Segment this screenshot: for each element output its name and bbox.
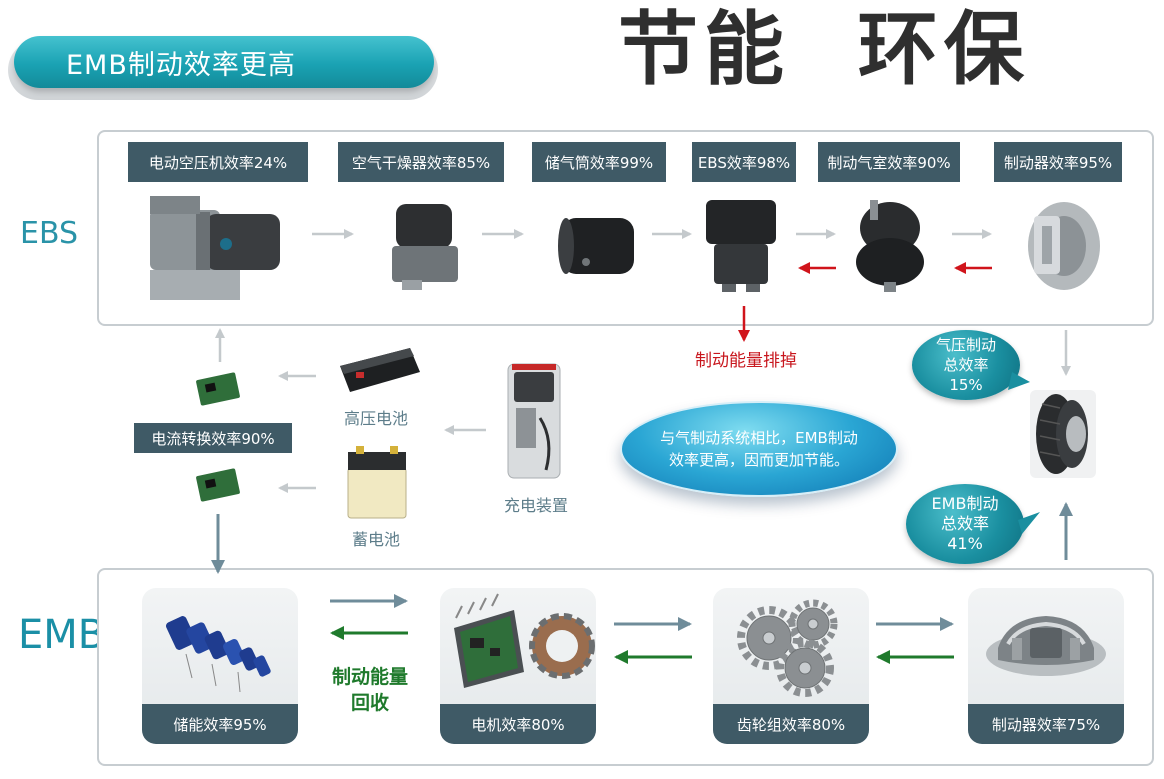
storage-battery-caption: 蓄电池 [351, 530, 400, 549]
motor-icon [454, 593, 595, 688]
emb-card-storage: 储能效率95% [142, 588, 298, 744]
ebs-label-chamber: 制动气室效率90% [818, 142, 960, 182]
header-banner: EMB制动效率更高 [14, 36, 434, 88]
ebs-label-ebs: EBS效率98% [692, 142, 796, 182]
emb-total-value: 41% [947, 534, 983, 553]
ebs-side-label: EBS [20, 216, 79, 251]
air-tank-icon [558, 218, 634, 274]
emb-forward-arrows [330, 594, 954, 631]
converter-label: 电流转换效率90% [134, 423, 292, 453]
emb-total-bubble: EMB制动 总效率 41% [906, 484, 1024, 564]
brake-caliper-icon [1028, 202, 1100, 290]
recovery-caption: 制动能量 回收 [318, 664, 422, 716]
emb-card-motor: 电机效率80% [440, 588, 596, 744]
comparison-line-2: 效率更高，因而更加节能。 [668, 451, 849, 469]
tire-icon [1030, 390, 1096, 478]
gear-set-icon [737, 599, 838, 697]
emb-label-caliper: 制动器效率75% [968, 704, 1124, 744]
air-total-line-1: 气压制动 [935, 336, 996, 354]
air-bubble-tail [1008, 372, 1030, 390]
emb-label-gears: 齿轮组效率80% [713, 704, 869, 744]
air-total-bubble: 气压制动 总效率 15% [912, 330, 1020, 400]
emb-bubble-tail [1018, 512, 1040, 534]
air-total-line-2: 总效率 [943, 356, 989, 374]
converter-chip-icon-top [196, 372, 240, 406]
energy-loss-caption: 制动能量排掉 [695, 351, 797, 371]
brake-chamber-icon [856, 200, 924, 292]
emb-recovery-arrows [330, 626, 954, 664]
hv-battery-caption: 高压电池 [343, 409, 408, 428]
air-compressor-icon [150, 196, 280, 300]
capacitor-icon [166, 616, 271, 693]
ebs-label-caliper: 制动器效率95% [994, 142, 1122, 182]
middle-arrows [215, 328, 1071, 493]
emb-label-motor: 电机效率80% [440, 704, 596, 744]
comparison-line-1: 与气制动系统相比，EMB制动 [660, 429, 858, 447]
page-title: 节能 环保 [618, 3, 1030, 96]
hv-battery-icon [340, 348, 420, 392]
ebs-valve-icon [706, 200, 776, 292]
recovery-line-2: 回收 [350, 692, 389, 714]
recovery-line-1: 制动能量 [331, 666, 408, 688]
ebs-return-arrows [738, 262, 992, 342]
comparison-bubble: 与气制动系统相比，EMB制动 效率更高，因而更加节能。 [620, 401, 898, 497]
storage-battery-icon [347, 446, 407, 519]
ebs-label-compressor: 电动空压机效率24% [128, 142, 308, 182]
emb-caliper-icon [986, 616, 1106, 676]
emb-side-label: EMB [18, 612, 106, 658]
ebs-label-tank: 储气筒效率99% [532, 142, 666, 182]
emb-card-caliper: 制动器效率75% [968, 588, 1124, 744]
air-total-value: 15% [949, 376, 983, 394]
emb-card-gears: 齿轮组效率80% [713, 588, 869, 744]
converter-chip-icon-bottom [196, 468, 240, 502]
vertical-blue-arrows [211, 502, 1073, 574]
emb-total-line-1: EMB制动 [931, 494, 999, 513]
air-dryer-icon [392, 204, 458, 290]
emb-label-storage: 储能效率95% [142, 704, 298, 744]
ebs-label-dryer: 空气干燥器效率85% [338, 142, 504, 182]
emb-total-line-2: 总效率 [940, 514, 989, 533]
charger-caption: 充电装置 [503, 496, 568, 515]
charger-icon [507, 363, 561, 479]
